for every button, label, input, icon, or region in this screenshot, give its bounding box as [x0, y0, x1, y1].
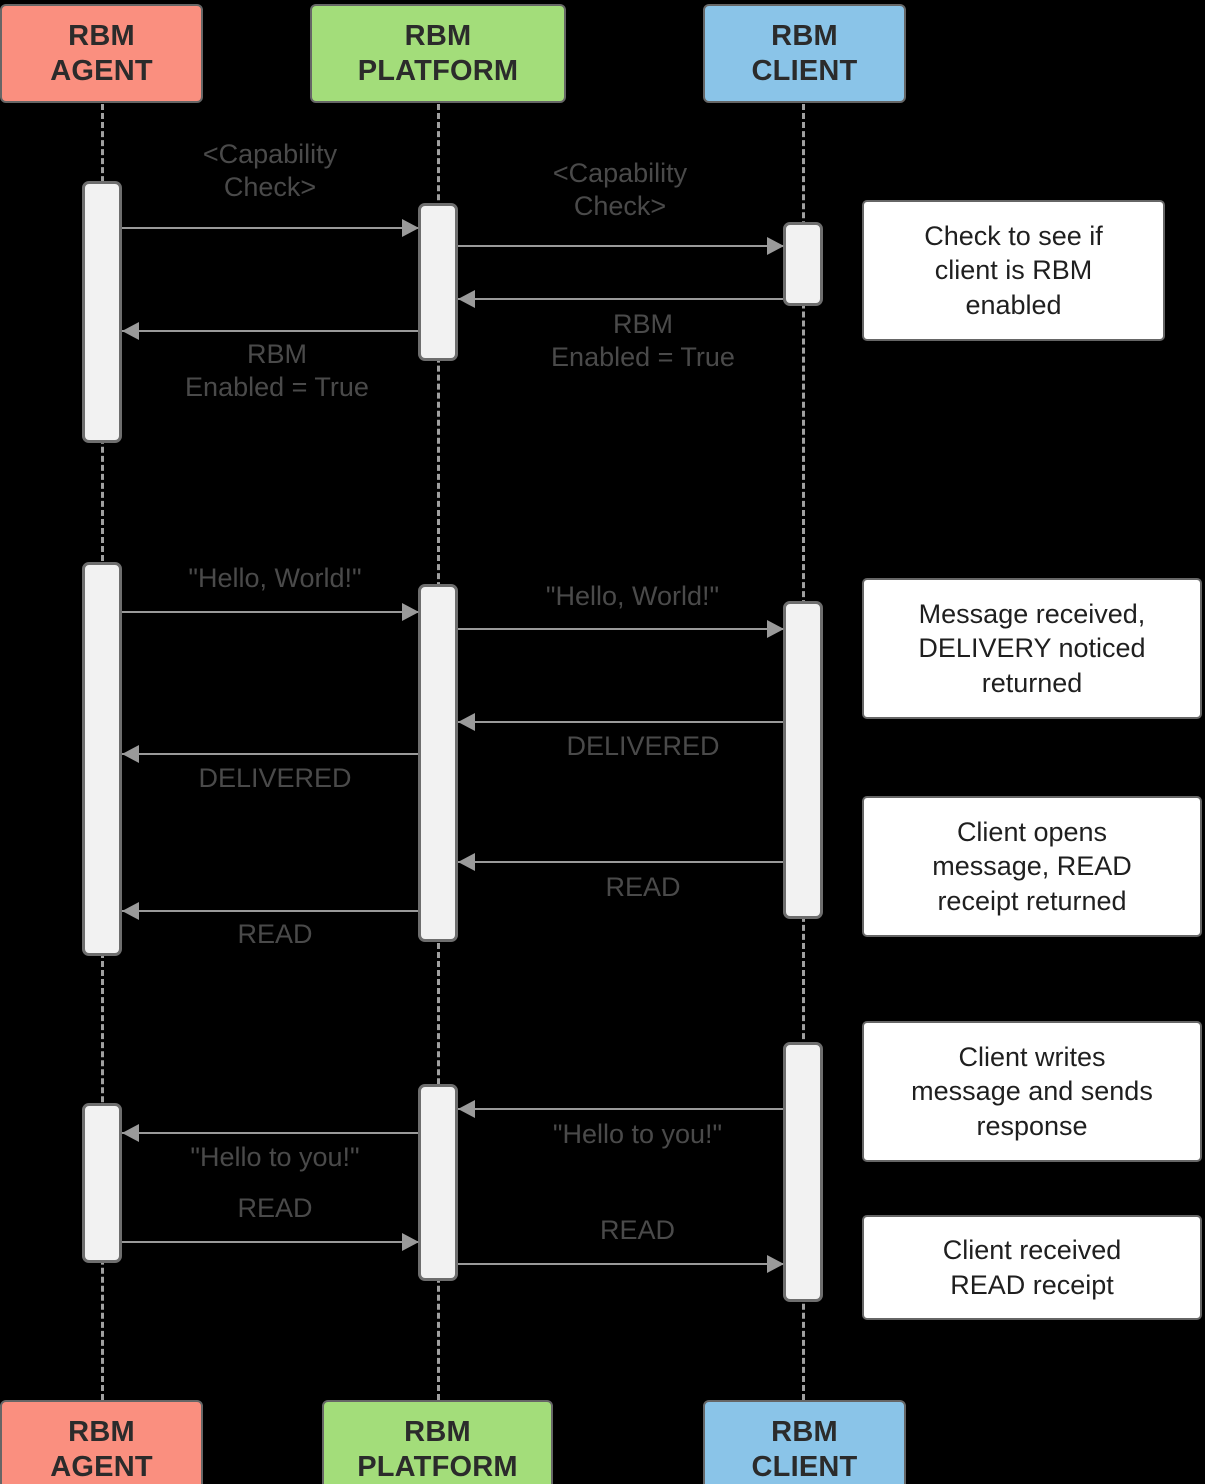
message-line-m8	[122, 753, 418, 755]
participant-header-agent[interactable]: RBM AGENT	[0, 4, 203, 103]
note-capability-check: Check to see if client is RBM enabled	[862, 200, 1165, 341]
message-line-m14	[458, 1263, 783, 1265]
participant-footer-platform-line1: RBM	[404, 1416, 471, 1449]
message-line-m2	[458, 245, 783, 247]
message-label-m5: "Hello, World!"	[188, 563, 362, 593]
message-line-m12	[122, 1132, 418, 1134]
message-arrowhead-m6	[767, 620, 784, 638]
message-line-m11	[458, 1108, 783, 1110]
message-label-m7: DELIVERED	[566, 731, 720, 761]
participant-header-agent-line2: AGENT	[50, 54, 153, 87]
message-label-m4: RBM Enabled = True	[185, 339, 369, 402]
message-label-m12: "Hello to you!"	[190, 1142, 360, 1172]
activation-platform-1	[418, 203, 458, 361]
participant-footer-agent[interactable]: RBM AGENT	[0, 1400, 203, 1484]
message-arrowhead-m11	[458, 1100, 475, 1118]
note-client-received-read: Client received READ receipt	[862, 1215, 1202, 1320]
participant-header-client-line2: CLIENT	[751, 54, 858, 87]
message-arrowhead-m9	[458, 853, 475, 871]
activation-client-2	[783, 601, 823, 919]
message-arrowhead-m2	[767, 237, 784, 255]
participant-header-client-line1: RBM	[771, 20, 838, 53]
note-client-opens-message: Client opens message, READ receipt retur…	[862, 796, 1202, 937]
activation-client-1	[783, 222, 823, 306]
note-message-received: Message received, DELIVERY noticed retur…	[862, 578, 1202, 719]
message-arrowhead-m13	[402, 1233, 419, 1251]
message-line-m5	[122, 611, 418, 613]
message-line-m6	[458, 628, 783, 630]
participant-footer-agent-line2: AGENT	[50, 1450, 153, 1483]
activation-client-3	[783, 1042, 823, 1302]
message-label-m9: READ	[605, 872, 681, 902]
activation-agent-2	[82, 562, 122, 956]
message-line-m7	[458, 721, 783, 723]
message-label-m1: <Capability Check>	[202, 139, 338, 202]
participant-footer-agent-line1: RBM	[68, 1416, 135, 1449]
message-line-m1	[122, 227, 418, 229]
message-label-m3: RBM Enabled = True	[551, 309, 735, 372]
message-label-m13: READ	[237, 1193, 313, 1223]
participant-footer-client[interactable]: RBM CLIENT	[703, 1400, 906, 1484]
message-arrowhead-m14	[767, 1255, 784, 1273]
message-arrowhead-m8	[122, 745, 139, 763]
message-line-m4	[122, 330, 418, 332]
participant-header-agent-line1: RBM	[68, 20, 135, 53]
message-line-m3	[458, 298, 783, 300]
message-label-m6: "Hello, World!"	[545, 581, 720, 611]
participant-header-platform-line2: PLATFORM	[357, 54, 519, 87]
message-line-m9	[458, 861, 783, 863]
participant-header-platform-line1: RBM	[404, 20, 472, 53]
message-arrowhead-m12	[122, 1124, 139, 1142]
participant-footer-platform[interactable]: RBM PLATFORM	[322, 1400, 553, 1484]
activation-platform-2	[418, 584, 458, 942]
message-arrowhead-m1	[402, 219, 419, 237]
message-arrowhead-m5	[402, 603, 419, 621]
message-label-m10: READ	[237, 919, 313, 949]
activation-platform-3	[418, 1084, 458, 1281]
message-arrowhead-m3	[458, 290, 475, 308]
participant-footer-client-line2: CLIENT	[751, 1450, 858, 1483]
participant-header-platform[interactable]: RBM PLATFORM	[310, 4, 566, 103]
message-label-m8: DELIVERED	[198, 763, 352, 793]
message-line-m10	[122, 910, 418, 912]
activation-agent-1	[82, 181, 122, 443]
message-label-m11: "Hello to you!"	[552, 1119, 723, 1149]
message-arrowhead-m10	[122, 902, 139, 920]
note-client-writes-message: Client writes message and sends response	[862, 1021, 1202, 1162]
message-arrowhead-m4	[122, 322, 139, 340]
message-label-m2: <Capability Check>	[552, 158, 688, 221]
participant-header-client[interactable]: RBM CLIENT	[703, 4, 906, 103]
participant-footer-platform-line2: PLATFORM	[357, 1450, 518, 1483]
message-label-m14: READ	[599, 1215, 675, 1245]
message-arrowhead-m7	[458, 713, 475, 731]
participant-footer-client-line1: RBM	[771, 1416, 838, 1449]
message-line-m13	[122, 1241, 418, 1243]
activation-agent-3	[82, 1103, 122, 1263]
